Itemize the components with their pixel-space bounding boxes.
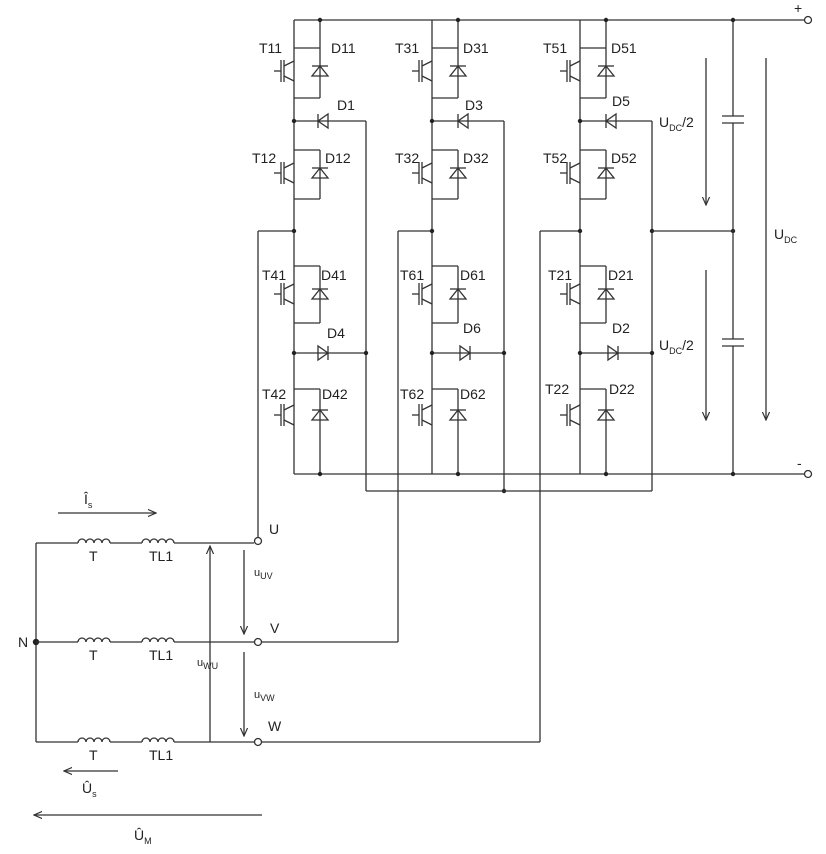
igbt-t42 [273,403,295,427]
label-t52: T52 [543,150,567,166]
phase-wiring [253,231,541,747]
dc-rails: + - [294,0,813,479]
label-t42: T42 [262,386,286,402]
label-t22: T22 [545,381,569,397]
dc-minus-terminal[interactable] [803,469,813,479]
inductor-t-u [77,538,111,544]
label-uwu: uWU [197,657,218,671]
terminal-v[interactable] [253,637,263,647]
load-phases [32,513,262,815]
leg-3 [540,17,655,491]
label-d21: D21 [608,267,634,283]
leg-2 [398,17,507,494]
label-u: U [269,521,279,537]
terminal-u[interactable] [253,536,263,546]
label-d52: D52 [611,150,637,166]
igbt-t12 [273,161,295,185]
dc-link-capacitors [706,17,766,477]
igbt-t62 [411,403,433,427]
plus-label: + [794,0,802,16]
inductor-tl1-v [141,637,175,643]
label-w: W [268,718,282,734]
igbt-t61 [411,282,433,306]
label-t41: T41 [262,267,286,283]
label-d2: D2 [612,320,630,336]
label-udc: UDC [774,226,798,245]
label-t12: T12 [252,150,276,166]
label-tl1-u: TL1 [149,548,173,564]
label-uuv: uUV [254,567,273,581]
component-labels: T11 D11 D1 T12 D12 T41 D41 D4 T42 D42 T3… [252,40,637,402]
label-um: ÛM [134,827,152,846]
label-t31: T31 [395,40,419,56]
dc-plus-terminal[interactable] [803,15,813,25]
label-t-u: T [89,548,98,564]
inductor-t-v [77,637,111,643]
igbt-t41 [273,282,295,306]
igbt-t31 [411,59,433,83]
inductor-tl1-w [141,737,175,743]
label-uvw: uVW [254,689,275,703]
igbt-t21 [559,282,581,306]
label-d42: D42 [322,386,348,402]
label-d3: D3 [465,97,483,113]
label-d12: D12 [325,150,351,166]
label-d61: D61 [460,267,486,283]
label-t61: T61 [400,267,424,283]
igbt-t11 [273,59,295,83]
label-t21: T21 [548,267,572,283]
label-is: Îs [83,491,93,510]
label-d1: D1 [337,97,355,113]
label-t11: T11 [259,40,282,56]
leg-1 [258,17,369,491]
dc-labels: UDC/2 UDC/2 UDC [659,114,798,356]
label-d31: D31 [463,40,489,56]
label-t-w: T [89,747,98,763]
label-t51: T51 [543,40,567,56]
label-d4: D4 [327,325,345,341]
label-d11: D11 [331,40,356,56]
inductor-tl1-u [141,538,175,544]
label-t62: T62 [400,386,424,402]
label-t-v: T [89,647,98,663]
label-d51: D51 [611,40,637,56]
label-v: V [270,620,280,636]
label-tl1-w: TL1 [149,747,173,763]
label-d41: D41 [321,267,347,283]
label-d5: D5 [612,93,630,109]
label-d62: D62 [460,386,486,402]
label-udc-half-bottom: UDC/2 [659,337,694,356]
terminal-w[interactable] [253,737,263,747]
label-n: N [18,634,28,650]
label-d22: D22 [609,381,635,397]
inductor-t-w [77,737,111,743]
load-labels: U V W N T TL1 T TL1 T TL1 uUV uVW uWU Îs… [18,491,282,846]
label-us: Ûs [82,780,97,799]
label-d32: D32 [463,150,489,166]
label-t32: T32 [395,150,419,166]
minus-label: - [797,455,802,471]
igbt-t51 [559,59,581,83]
label-tl1-v: TL1 [149,647,173,663]
igbt-t22 [559,403,581,427]
label-udc-half-top: UDC/2 [659,114,694,133]
label-d6: D6 [463,320,481,336]
